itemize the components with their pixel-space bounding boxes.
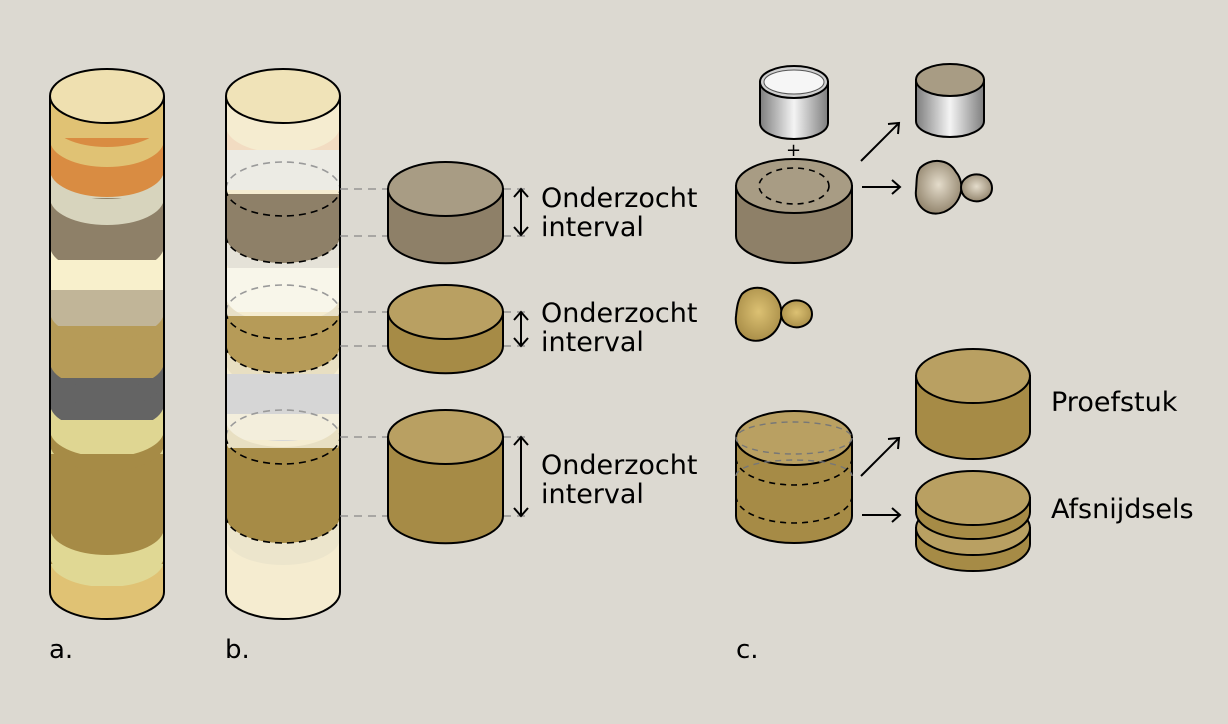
- grey-offcut-chips: [914, 160, 994, 215]
- interval-leader-lines: [340, 188, 530, 517]
- interval-label-1-line2: interval: [541, 212, 644, 243]
- gold-offcut-chips: [734, 286, 814, 342]
- sample-cylinder-2: [387, 284, 504, 375]
- core-column-a: [49, 68, 165, 620]
- core-column-b: [225, 68, 341, 620]
- specimen-cylinder: [915, 348, 1031, 460]
- tube-with-sample: [915, 63, 985, 138]
- arrow-to-offcuts: [862, 507, 902, 523]
- interval-arrows: [513, 187, 529, 518]
- panel-label-a: a.: [49, 635, 73, 665]
- specimen-label: Proefstuk: [1051, 387, 1178, 418]
- interval-label-2-line2: interval: [541, 327, 644, 358]
- offcuts-label: Afsnijdsels: [1051, 494, 1194, 525]
- interval-label-2-line1: Onderzocht: [541, 298, 697, 329]
- interval-label-1-line1: Onderzocht: [541, 183, 697, 214]
- grey-sample-with-core-cut: [735, 158, 853, 264]
- sample-cylinder-3: [387, 409, 504, 545]
- gold-sample-with-cut-lines: [735, 410, 853, 544]
- sampling-tube: [759, 65, 829, 140]
- panel-label-c: c.: [736, 635, 759, 665]
- plus-sign: +: [786, 140, 801, 161]
- sample-cylinder-1: [387, 161, 504, 265]
- panel-label-b: b.: [225, 635, 250, 665]
- arrow-to-specimen: [860, 436, 901, 477]
- offcut-disc-top: [915, 470, 1031, 540]
- interval-label-3-line1: Onderzocht: [541, 450, 697, 481]
- arrow-to-grey-chips: [862, 179, 902, 195]
- arrow-to-tube-sample: [860, 121, 901, 162]
- interval-label-3-line2: interval: [541, 479, 644, 510]
